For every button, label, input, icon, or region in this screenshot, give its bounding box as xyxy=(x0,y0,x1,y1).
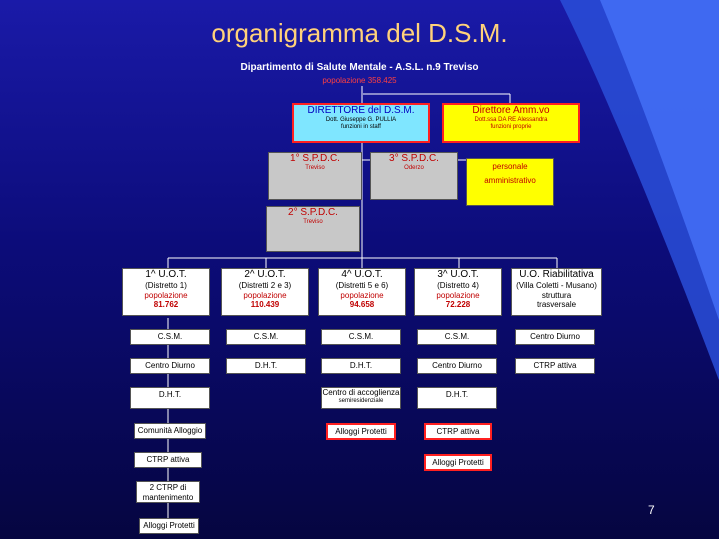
admin-staff-box: personale amministrativo xyxy=(466,158,554,206)
service-box: CTRP attiva xyxy=(515,358,595,374)
service-box: Comunità Alloggio xyxy=(134,423,206,439)
service-box: Centro Diurno xyxy=(515,329,595,345)
page-number: 7 xyxy=(648,503,655,517)
service-box: Centro Diurno xyxy=(417,358,497,374)
spdc-3-box: 3° S.P.D.C. Oderzo xyxy=(370,152,458,200)
spdc-2-box: 2° S.P.D.C. Treviso xyxy=(266,206,360,252)
admin-name: Dott.ssa DA RE Alessandra xyxy=(474,117,548,123)
service-box: D.H.T. xyxy=(130,387,210,409)
service-box: C.S.M. xyxy=(417,329,497,345)
service-box: Alloggi Protetti xyxy=(326,423,396,440)
total-population: popolazione 358.425 xyxy=(322,76,397,85)
service-box: 2 CTRP di mantenimento xyxy=(136,481,200,503)
service-box: C.S.M. xyxy=(321,329,401,345)
service-box: D.H.T. xyxy=(226,358,306,374)
uot-1-box: 1^ U.O.T. (Distretto 1) popolazione 81.7… xyxy=(122,268,210,316)
service-box: C.S.M. xyxy=(226,329,306,345)
uot-4-box: 4^ U.O.T. (Distretti 5 e 6) popolazione … xyxy=(318,268,406,316)
page-title: organigramma del D.S.M. xyxy=(211,18,508,48)
director-name: Dott. Giuseppe G. PULLIA xyxy=(325,117,397,123)
spdc-1-box: 1° S.P.D.C. Treviso xyxy=(268,152,362,200)
uot-3-box: 3^ U.O.T. (Distretto 4) popolazione 72.2… xyxy=(414,268,502,316)
service-box: Alloggi Protetti xyxy=(139,518,199,534)
service-box: CTRP attiva xyxy=(134,452,202,468)
admin-title: Direttore Amm.vo xyxy=(472,105,550,116)
service-box: Centro Diurno xyxy=(130,358,210,374)
director-title: DIRETTORE del D.S.M. xyxy=(307,105,415,116)
service-box: Alloggi Protetti xyxy=(424,454,492,471)
admin-note: funzioni proprie xyxy=(490,124,532,131)
service-box: CTRP attiva xyxy=(424,423,492,440)
service-box: C.S.M. xyxy=(130,329,210,345)
service-box-accoglienza: Centro di accoglienza semiresidenziale xyxy=(321,387,401,409)
uo-riabilitativa-box: U.O. Riabilitativa (Villa Coletti - Musa… xyxy=(511,268,602,316)
admin-director-box: Direttore Amm.vo Dott.ssa DA RE Alessand… xyxy=(442,103,580,143)
page-subtitle: Dipartimento di Salute Mentale - A.S.L. … xyxy=(240,62,479,73)
service-box: D.H.T. xyxy=(321,358,401,374)
director-dsm-box: DIRETTORE del D.S.M. Dott. Giuseppe G. P… xyxy=(292,103,430,143)
director-note: funzioni in staff xyxy=(341,124,381,131)
service-box: D.H.T. xyxy=(417,387,497,409)
uot-2-box: 2^ U.O.T. (Distretti 2 e 3) popolazione … xyxy=(221,268,309,316)
